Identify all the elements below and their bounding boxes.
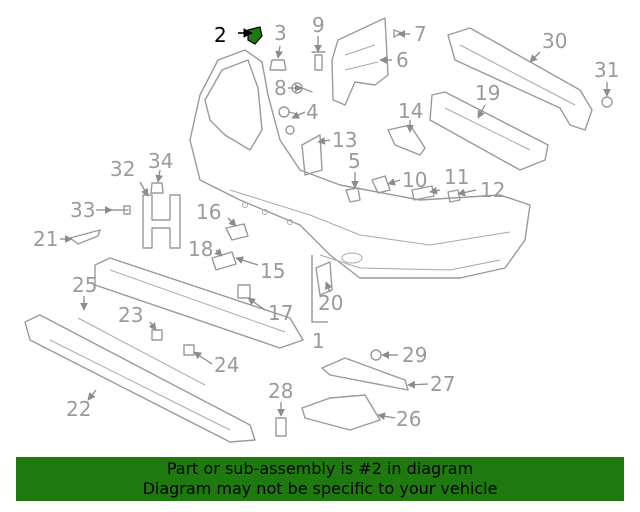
part-23-clip — [151, 329, 163, 341]
part-26-bracket — [301, 394, 381, 431]
leader-1 — [311, 255, 328, 323]
leader-18 — [214, 248, 223, 257]
part-13-bracket — [301, 134, 323, 176]
callout-30: 30 — [542, 29, 567, 53]
part-33-bolt — [109, 205, 131, 215]
part-24-clip — [183, 344, 195, 356]
part-6-bracket — [331, 17, 389, 106]
part-18-bracket — [211, 251, 237, 271]
callout-34: 34 — [148, 149, 173, 173]
leader-22 — [87, 389, 97, 401]
part-34-nut — [150, 182, 164, 194]
leader-32 — [139, 181, 149, 197]
part-11-bracket — [411, 185, 435, 201]
part-16-bracket — [225, 223, 249, 241]
part-14-bracket — [387, 124, 426, 156]
part-21-strip — [69, 229, 101, 245]
callout-28: 28 — [268, 379, 293, 403]
bumper-cover — [189, 49, 531, 279]
callout-10: 10 — [402, 168, 427, 192]
callout-4: 4 — [306, 100, 319, 124]
callout-26: 26 — [396, 407, 421, 431]
part-32-emblem — [142, 194, 181, 249]
callout-8: 8 — [274, 76, 287, 100]
leader-30 — [529, 51, 541, 63]
banner-line-1: Part or sub-assembly is #2 in diagram — [166, 459, 474, 478]
info-banner: Part or sub-assembly is #2 in diagram Di… — [16, 457, 624, 501]
part-30-beam — [447, 27, 593, 131]
callout-27: 27 — [430, 372, 455, 396]
part-29-clip — [370, 349, 382, 361]
callout-23: 23 — [118, 303, 143, 327]
leader-12 — [457, 188, 477, 197]
leader-4 — [291, 111, 306, 119]
callout-29: 29 — [402, 343, 427, 367]
callout-21: 21 — [33, 227, 58, 251]
callout-13: 13 — [332, 128, 357, 152]
leader-13 — [317, 136, 331, 145]
leader-16 — [227, 217, 237, 227]
part-20-cover — [315, 261, 333, 296]
callout-6: 6 — [396, 48, 409, 72]
callout-25: 25 — [72, 273, 97, 297]
leader-19 — [477, 104, 486, 119]
leader-26 — [377, 412, 396, 421]
callout-11: 11 — [444, 165, 469, 189]
part-27-bracket — [321, 357, 409, 391]
callout-2: 2 — [214, 23, 227, 47]
part-17-clip — [237, 284, 251, 299]
leader-17 — [247, 297, 266, 311]
leader-20 — [324, 281, 333, 293]
callout-31: 31 — [594, 58, 619, 82]
leader-34 — [155, 169, 164, 183]
leader-15 — [235, 256, 259, 266]
part-9-bolt — [311, 51, 326, 71]
callout-5: 5 — [348, 149, 361, 173]
part-22-panel — [24, 314, 256, 443]
part-12-bracket — [447, 189, 461, 203]
part-2-clip — [247, 26, 263, 45]
callout-12: 12 — [480, 178, 505, 202]
callout-24: 24 — [214, 353, 239, 377]
leader-3 — [275, 45, 284, 59]
callout-15: 15 — [260, 259, 285, 283]
leader-11 — [429, 186, 441, 195]
part-25-panel — [77, 257, 304, 386]
parts-diagram: 2 3 9 7 6 8 4 13 5 10 11 12 14 19 30 31 … — [24, 13, 619, 443]
callout-32: 32 — [110, 157, 135, 181]
leader-24 — [193, 351, 213, 365]
part-31-nut — [601, 96, 613, 108]
callout-18: 18 — [188, 237, 213, 261]
part-4b-clip — [285, 125, 295, 135]
leader-10 — [387, 178, 401, 186]
callout-16: 16 — [196, 200, 221, 224]
callout-19: 19 — [475, 81, 500, 105]
leader-27 — [407, 380, 429, 389]
banner-line-2: Diagram may not be specific to your vehi… — [142, 479, 498, 498]
part-10-bracket — [371, 175, 391, 194]
callout-9: 9 — [312, 13, 325, 37]
part-28-bolt — [275, 417, 287, 437]
part-19-absorber — [429, 91, 549, 171]
callout-22: 22 — [66, 397, 91, 421]
part-4-clip — [278, 106, 298, 118]
callout-14: 14 — [398, 99, 423, 123]
callout-1: 1 — [312, 329, 325, 353]
callout-3: 3 — [274, 21, 287, 45]
callout-33: 33 — [70, 198, 95, 222]
leader-23 — [148, 321, 157, 331]
part-5-sensor — [345, 187, 361, 203]
part-3-nut — [269, 59, 287, 71]
callout-7: 7 — [414, 22, 427, 46]
callout-20: 20 — [318, 291, 343, 315]
callout-17: 17 — [268, 301, 293, 325]
